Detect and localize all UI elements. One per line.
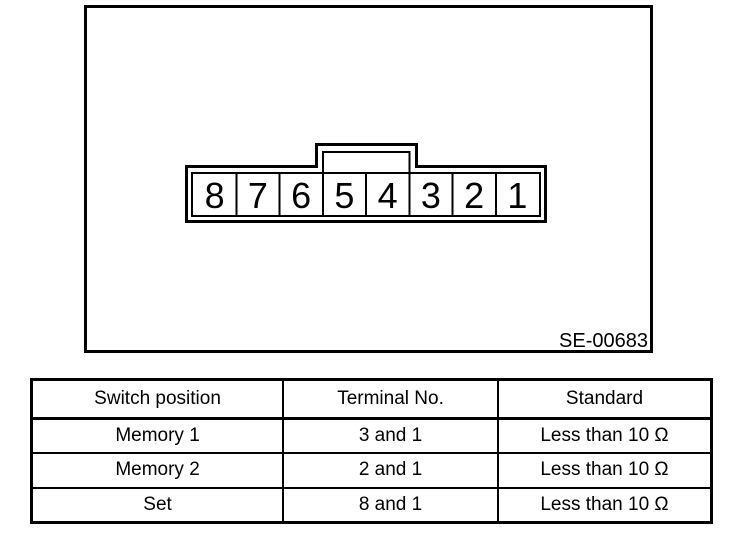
cell-terminal-no: 3 and 1 xyxy=(282,417,499,455)
connector-figure: 8 7 6 5 4 3 2 1 SE-00683 xyxy=(84,5,653,353)
header-terminal-no: Terminal No. xyxy=(282,378,499,420)
pin-number-5: 5 xyxy=(334,175,354,216)
pin-number-7: 7 xyxy=(248,175,268,216)
pin-number-8: 8 xyxy=(205,175,225,216)
pin-number-6: 6 xyxy=(291,175,311,216)
table-header-row: Switch position Terminal No. Standard xyxy=(30,378,713,420)
cell-switch-position: Memory 2 xyxy=(30,452,285,489)
connector-lock-tab xyxy=(321,151,411,173)
header-standard: Standard xyxy=(496,378,713,420)
header-switch-position: Switch position xyxy=(30,378,285,420)
table-row: Memory 2 2 and 1 Less than 10 Ω xyxy=(30,452,713,489)
figure-id-label: SE-00683 xyxy=(559,330,648,352)
cell-standard: Less than 10 Ω xyxy=(496,452,713,489)
spec-table: Switch position Terminal No. Standard Me… xyxy=(30,378,713,524)
cell-standard: Less than 10 Ω xyxy=(496,486,713,524)
pin-number-1: 1 xyxy=(507,175,527,216)
cell-switch-position: Set xyxy=(30,486,285,524)
cell-switch-position: Memory 1 xyxy=(30,417,285,455)
table-row: Set 8 and 1 Less than 10 Ω xyxy=(30,486,713,524)
pin-number-3: 3 xyxy=(421,175,441,216)
cell-standard: Less than 10 Ω xyxy=(496,417,713,455)
figure-frame xyxy=(84,5,653,353)
table-row: Memory 1 3 and 1 Less than 10 Ω xyxy=(30,417,713,455)
pin-number-2: 2 xyxy=(464,175,484,216)
cell-terminal-no: 2 and 1 xyxy=(282,452,499,489)
cell-terminal-no: 8 and 1 xyxy=(282,486,499,524)
pin-number-4: 4 xyxy=(378,175,398,216)
